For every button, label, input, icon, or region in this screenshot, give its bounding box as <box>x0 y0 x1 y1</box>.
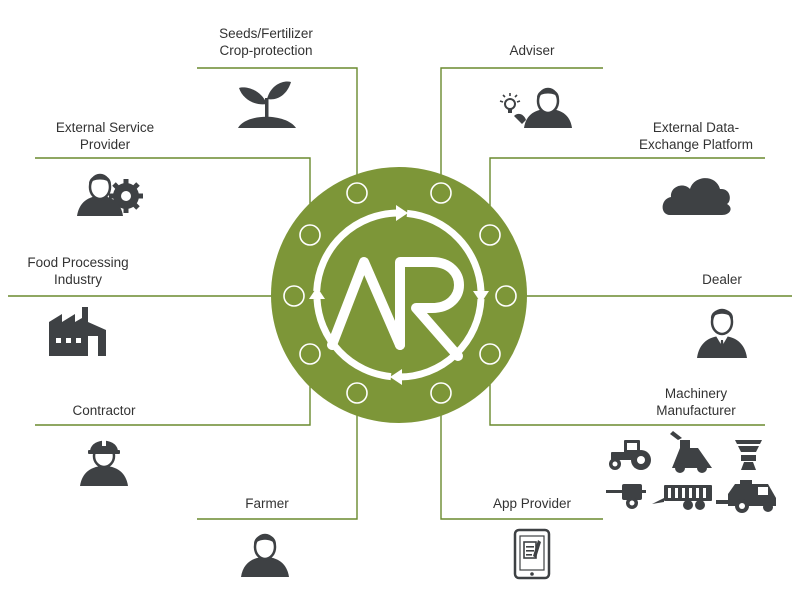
port-dealer <box>495 285 517 307</box>
fertilizer-spreader-icon <box>735 440 762 470</box>
tractor-icon <box>609 440 651 470</box>
connector-seeds <box>197 67 358 181</box>
person-gear-icon <box>77 173 143 216</box>
machinery-icons <box>606 431 776 513</box>
combine-harvester-icon <box>716 480 776 513</box>
logo-arrowheads <box>309 205 489 385</box>
cloud-icon <box>662 178 731 215</box>
connector-adviser <box>440 67 603 181</box>
farmer-icon <box>241 533 289 577</box>
label-food-processing-line2: Industry <box>54 272 102 287</box>
trailer-icon <box>652 485 712 510</box>
label-contractor: Contractor <box>72 403 136 418</box>
label-seeds-line2: Crop-protection <box>219 43 312 58</box>
label-machinery-line2: Manufacturer <box>656 403 736 418</box>
businessman-icon <box>697 308 747 358</box>
node-icons <box>49 81 776 580</box>
port-seeds <box>346 182 368 204</box>
port-external-data <box>479 224 501 246</box>
label-app-provider: App Provider <box>493 496 572 511</box>
label-external-service-line2: Provider <box>80 137 131 152</box>
hardhat-worker-icon <box>80 438 128 486</box>
logo-arrows <box>313 209 485 381</box>
port-adviser <box>430 182 452 204</box>
label-dealer: Dealer <box>702 272 742 287</box>
connector-external-service <box>35 157 311 235</box>
label-external-data-line1: External Data- <box>653 120 739 135</box>
sprout-icon <box>238 81 296 128</box>
label-food-processing-line1: Food Processing <box>27 255 128 270</box>
sprayer-icon <box>606 484 646 509</box>
connector-app-provider <box>440 393 603 520</box>
circular-arrows-ar-logo <box>327 257 464 361</box>
port-food-processing <box>283 285 305 307</box>
forage-harvester-icon <box>670 431 712 473</box>
label-farmer: Farmer <box>245 496 289 511</box>
label-external-data-line2: Exchange Platform <box>639 137 753 152</box>
adviser-lightbulb-icon <box>499 87 572 128</box>
label-external-service-line1: External Service <box>56 120 154 135</box>
central-hub <box>271 167 527 423</box>
port-app-provider <box>430 382 452 404</box>
port-external-service <box>299 224 321 246</box>
port-contractor <box>299 343 321 365</box>
port-machinery <box>479 343 501 365</box>
port-farmer <box>346 382 368 404</box>
hub-ports <box>283 182 517 404</box>
connector-farmer <box>197 393 358 520</box>
factory-icon <box>49 307 106 356</box>
label-adviser: Adviser <box>509 43 555 58</box>
label-machinery-line1: Machinery <box>665 386 728 401</box>
node-labels: Seeds/Fertilizer Crop-protection Adviser… <box>27 26 753 511</box>
label-seeds-line1: Seeds/Fertilizer <box>219 26 313 41</box>
tablet-app-icon <box>513 528 551 580</box>
